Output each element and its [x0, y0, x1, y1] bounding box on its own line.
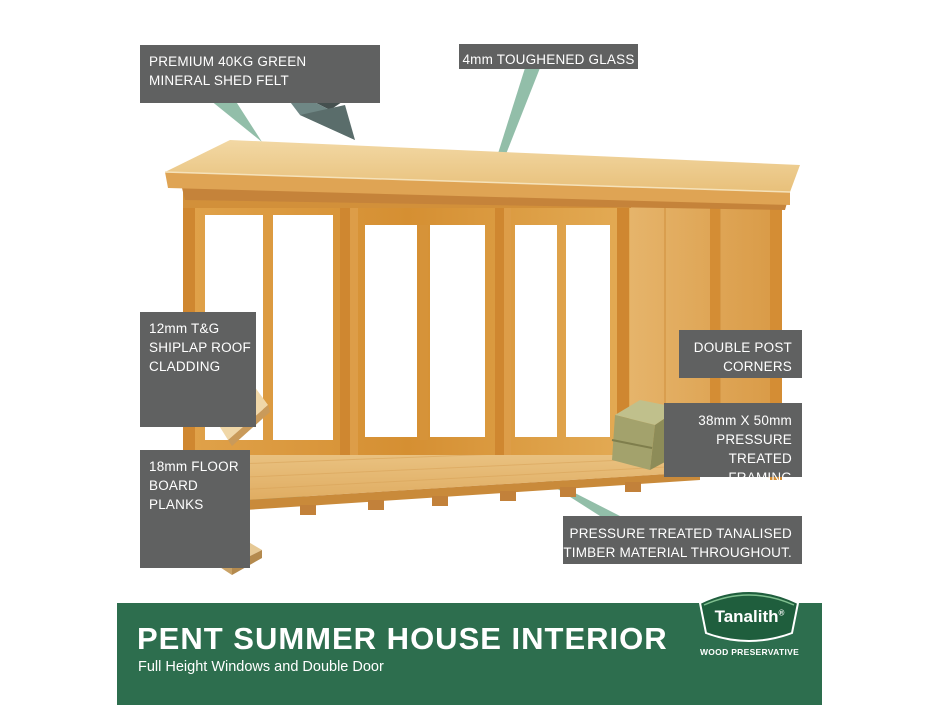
callout-shed-felt-text: PREMIUM 40KG GREEN MINERAL SHED FELT [149, 54, 307, 88]
callout-shiplap-cladding-text: 12mm T&G SHIPLAP ROOF CLADDING [149, 321, 251, 374]
callout-double-post-corners: DOUBLE POST CORNERS [679, 330, 802, 378]
tanalith-badge: Tanalith® WOOD PRESERVATIVE [692, 581, 807, 661]
callout-double-post-corners-text: DOUBLE POST CORNERS [693, 340, 792, 374]
tanalith-subtitle: WOOD PRESERVATIVE [699, 647, 800, 657]
tanalith-name: Tanalith [714, 607, 779, 626]
callout-toughened-glass-text: 4mm TOUGHENED GLASS [462, 52, 635, 67]
callout-treated-framing: 38mm X 50mm PRESSURE TREATED FRAMING [664, 403, 802, 485]
callout-treated-framing-text: 38mm X 50mm PRESSURE TREATED FRAMING [698, 413, 792, 485]
callout-shed-felt: PREMIUM 40KG GREEN MINERAL SHED FELT [140, 45, 380, 103]
title-banner: PENT SUMMER HOUSE INTERIOR Full Height W… [117, 590, 822, 705]
callout-toughened-glass: 4mm TOUGHENED GLASS [459, 44, 638, 69]
callout-shiplap-cladding: 12mm T&G SHIPLAP ROOF CLADDING [140, 312, 256, 427]
callout-floor-planks-text: 18mm FLOOR BOARD PLANKS [149, 459, 239, 512]
callout-floor-planks: 18mm FLOOR BOARD PLANKS [140, 450, 250, 568]
registered-mark: ® [778, 608, 785, 618]
callout-tanalised-timber: PRESSURE TREATED TANALISED TIMBER MATERI… [563, 516, 802, 564]
tanalith-shield-icon [698, 590, 800, 642]
banner-title: PENT SUMMER HOUSE INTERIOR [137, 621, 668, 656]
callout-tanalised-timber-text: PRESSURE TREATED TANALISED TIMBER MATERI… [563, 526, 792, 560]
banner-subtitle: Full Height Windows and Double Door [138, 659, 384, 675]
